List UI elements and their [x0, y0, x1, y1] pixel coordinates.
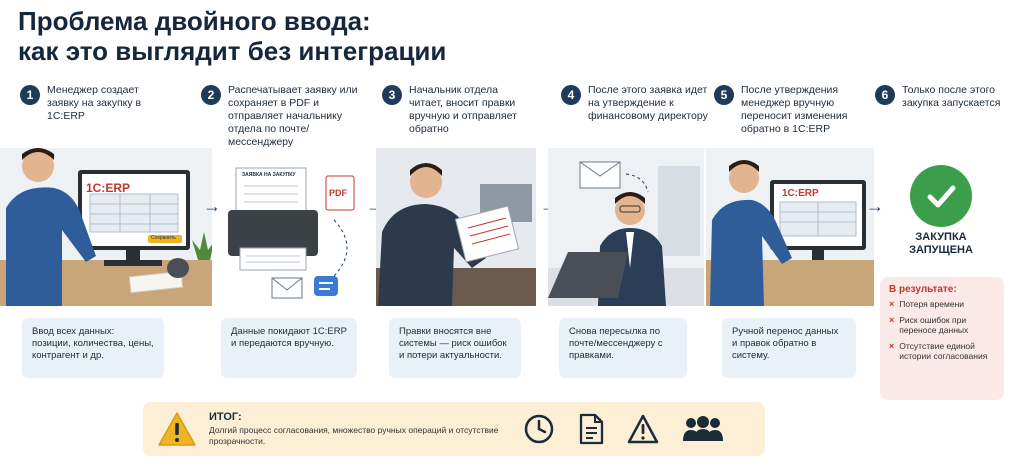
- done-line-1: ЗАКУПКА: [915, 231, 967, 243]
- erp-screen-label-2: 1С:ERP: [782, 188, 819, 199]
- document-icon: [579, 413, 604, 445]
- alert-triangle-icon: [627, 414, 659, 444]
- note-5: Ручной перенос данных и правок обратно в…: [722, 318, 856, 378]
- summary-icons: [523, 413, 725, 445]
- scene-director: [548, 148, 704, 306]
- clock-icon: [524, 414, 554, 444]
- step-5-text: После утверждения менеджер вручную перен…: [741, 84, 848, 135]
- save-button-label: Сохранить: [151, 235, 176, 241]
- director-illustration: [548, 148, 704, 306]
- summary-bar: ИТОГ: Долгий процесс согласования, множе…: [143, 402, 765, 456]
- result-item-text: Отсутствие единой истории согласования: [899, 340, 988, 362]
- head-illustration: [376, 148, 536, 306]
- cross-icon: ×: [889, 314, 895, 325]
- printer-illustration: [218, 148, 368, 306]
- note-1: Ввод всех данных: позиции, количества, ц…: [22, 318, 164, 378]
- scene-head-edits: [376, 148, 536, 306]
- step-number-3: 3: [382, 85, 402, 105]
- step-number-6: 6: [875, 85, 895, 105]
- step-4-text: После этого заявка идет на утверждение к…: [588, 84, 708, 122]
- paper-title-label: ЗАЯВКА НА ЗАКУПКУ: [242, 172, 296, 178]
- checkmark-icon: [910, 165, 972, 227]
- step-number-2: 2: [201, 85, 221, 105]
- result-item-text: Потеря времени: [899, 299, 965, 309]
- note-2: Данные покидают 1С:ERP и передаются вруч…: [221, 318, 357, 378]
- result-item-text: Риск ошибок при переносе данных: [899, 314, 969, 336]
- title-line-2: как это выглядит без интеграции: [18, 36, 447, 66]
- scene-manager-reentry: 1С:ERP: [706, 148, 874, 306]
- cross-icon: ×: [889, 340, 895, 351]
- step-3-text: Начальник отдела читает, вносит правки в…: [409, 84, 517, 135]
- summary-title: ИТОГ:: [209, 411, 242, 423]
- scene-printer-pdf: ЗАЯВКА НА ЗАКУПКУ PDF: [218, 148, 368, 306]
- team-icon: [683, 416, 723, 441]
- purchase-launched-label: ЗАКУПКА ЗАПУЩЕНА: [882, 231, 1000, 257]
- reentry-illustration: [706, 148, 874, 306]
- cross-icon: ×: [889, 299, 895, 309]
- manager-illustration: [0, 148, 212, 306]
- erp-screen-label: 1С:ERP: [86, 181, 131, 195]
- step-2-text: Распечатывает заявку или сохраняет в PDF…: [228, 84, 358, 148]
- note-4: Снова пересылка по почте/мессенджеру с п…: [559, 318, 687, 378]
- result-title: В результате:: [889, 284, 957, 295]
- step-number-1: 1: [20, 85, 40, 105]
- step-1-text: Менеджер создает заявку на закупку в 1С:…: [47, 84, 142, 122]
- summary-text: ИТОГ: Долгий процесс согласования, множе…: [209, 411, 509, 447]
- arrow-5-6: →: [866, 196, 884, 216]
- result-item: × Потеря времени: [889, 299, 995, 310]
- step-3-header: 3 Начальник отдела читает, вносит правки…: [382, 84, 552, 136]
- result-box: В результате: × Потеря времени × Риск ош…: [880, 277, 1004, 400]
- result-item: × Риск ошибок при переносе данных: [889, 315, 995, 336]
- pdf-label: PDF: [329, 188, 347, 198]
- done-line-2: ЗАПУЩЕНА: [909, 244, 973, 256]
- warning-icon: [158, 412, 196, 446]
- scene-manager-erp: 1С:ERP Сохранить: [0, 148, 212, 306]
- title-line-1: Проблема двойного ввода:: [18, 6, 371, 36]
- step-5-header: 5 После утверждения менеджер вручную пер…: [714, 84, 884, 136]
- result-item: × Отсутствие единой истории согласования: [889, 341, 995, 362]
- step-4-header: 4 После этого заявка идет на утверждение…: [561, 84, 731, 123]
- step-6-text: Только после этого закупка запускается: [902, 84, 1001, 109]
- arrow-1-2: →: [203, 196, 221, 216]
- step-6-header: 6 Только после этого закупка запускается: [875, 84, 1024, 110]
- note-3: Правки вносятся вне системы — риск ошибо…: [389, 318, 521, 378]
- checkmark-glyph: [927, 185, 956, 208]
- step-number-5: 5: [714, 85, 734, 105]
- step-number-4: 4: [561, 85, 581, 105]
- step-1-header: 1 Менеджер создает заявку на закупку в 1…: [20, 84, 190, 123]
- summary-body: Долгий процесс согласования, множество р…: [209, 425, 499, 446]
- step-2-header: 2 Распечатывает заявку или сохраняет в P…: [201, 84, 371, 149]
- page-title: Проблема двойного ввода: как это выгляди…: [18, 6, 446, 66]
